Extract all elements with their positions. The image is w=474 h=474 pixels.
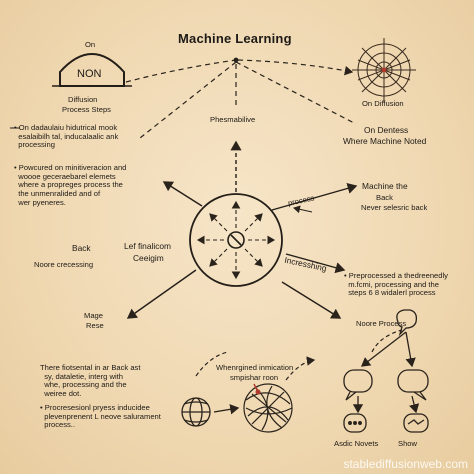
dashed-connector-right	[237, 59, 354, 76]
diffusion-label: Diffusion	[68, 95, 98, 104]
where-machine-label: Where Machine Noted	[343, 136, 427, 146]
bottom-left-text-block-1: There fiotsental in ar Back ast sy, data…	[40, 363, 141, 399]
show-label: Show	[398, 439, 417, 448]
diagram-title: Machine Learning	[178, 31, 292, 46]
yarn-ball-icon	[243, 383, 293, 433]
globe-icon	[181, 397, 211, 427]
rese-label: Rese	[86, 321, 104, 330]
on-dentess-label: On Dentess	[364, 125, 409, 135]
on-diffusion-label: On Diffusion	[362, 99, 404, 108]
arrow-globe-to-yarn	[213, 404, 240, 415]
whenrgined-label: Whenrgined inmication	[216, 363, 294, 372]
phesmabilive-label: Phesmabilive	[210, 115, 256, 124]
noore-process-label: Noore Process	[356, 319, 407, 328]
non-dome-shape	[52, 53, 132, 87]
back-label: Back	[72, 243, 91, 253]
arrow-hub-right	[285, 253, 346, 274]
mage-label: Mage	[84, 311, 103, 320]
never-selesric-label: Never selesric back	[361, 203, 428, 212]
left-text-block-2: • Powcured on minitiveracion and woooe g…	[14, 163, 127, 207]
dashed-curve-bottom-right	[285, 356, 316, 381]
network-globe-icon	[352, 38, 416, 102]
ceeigim-label: Ceeigim	[133, 253, 164, 263]
central-hub	[189, 193, 283, 287]
bubble-tree	[343, 309, 429, 433]
dashed-curve-bottom-left	[195, 351, 229, 377]
back-small-label: Back	[376, 193, 393, 202]
junction-dot	[233, 57, 239, 63]
arrow-hub-lower-right	[281, 281, 342, 319]
non-box-label: NON	[77, 68, 102, 80]
dashed-connector-down-left	[139, 61, 237, 139]
dashed-connector-down-right	[235, 61, 357, 125]
arrow-hub-upper-left	[162, 181, 203, 207]
asdic-novets-label: Asdic Novets	[334, 439, 379, 448]
process-steps-label: Process Steps	[62, 105, 111, 114]
right-text-block: • Preprocessed a thedreenedly m.fcmi, pr…	[344, 271, 448, 298]
bottom-left-text-block-2: • Procresesionl pryess inducidee plevenp…	[40, 403, 161, 430]
dashed-connector-left	[125, 59, 237, 83]
dashed-curve-to-tree	[371, 329, 403, 353]
watermark: stablediffusionweb.com	[343, 457, 468, 471]
noore-crecessing-label: Noore crecessing	[34, 260, 94, 269]
on-label: On	[85, 40, 96, 49]
lef-finalicom-label: Lef finalicom	[124, 241, 172, 251]
arrow-hub-lower-left	[126, 269, 197, 319]
smpishar-label: smpishar roon	[230, 373, 279, 382]
machine-the-label: Machine the	[362, 181, 408, 191]
left-text-block-1: • On dadaulaiu hidutrical mook esalaibil…	[14, 123, 119, 150]
arrow-hub-upper-right	[271, 182, 358, 211]
arrow-process-tag	[293, 205, 313, 214]
